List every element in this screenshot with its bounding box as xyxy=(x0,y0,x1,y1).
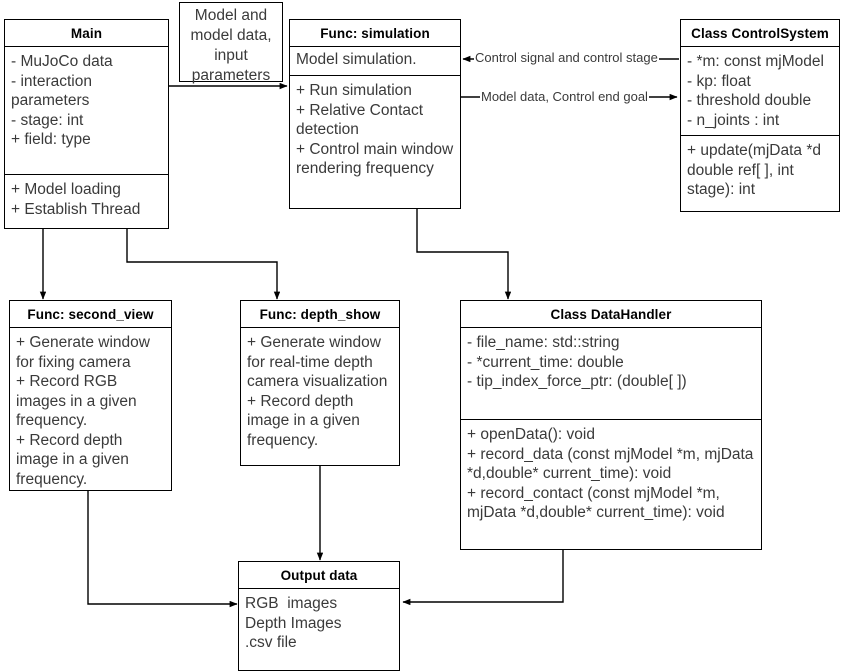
node-simulation-description: Model simulation. xyxy=(290,47,460,76)
node-output-data[interactable]: Output data RGB images Depth Images .csv… xyxy=(238,561,400,671)
wire-main-to-depth-show xyxy=(126,229,281,300)
attribute-line: - interaction parameters xyxy=(11,72,97,110)
attribute-line: - *current_time: double xyxy=(467,353,624,371)
attribute-line: - kp: float xyxy=(687,72,751,90)
attribute-line: - threshold double xyxy=(687,92,812,109)
attribute-line: - tip_index_force_ptr: (double[ ]) xyxy=(467,373,687,390)
operation-line: + Record depth image in a given frequenc… xyxy=(16,431,134,488)
attribute-line: - n_joints : int xyxy=(687,111,780,129)
node-control-system-operations: + update(mjData *d double ref[ ], int st… xyxy=(681,136,839,204)
node-data-handler-operations: + openData(): void + record_data (const … xyxy=(461,420,761,527)
operation-line: + Model loading xyxy=(11,181,121,198)
node-control-system-attributes: - *m: const mjModel - kp: float - thresh… xyxy=(681,47,839,136)
edge-label-model-goal-text: Model data, Control end goal xyxy=(481,89,648,104)
attribute-line: - *m: const mjModel xyxy=(687,53,824,70)
edge-label-control-signal: Control signal and control stage xyxy=(474,50,659,65)
node-simulation[interactable]: Func: simulation Model simulation. + Run… xyxy=(289,19,461,209)
operation-line: + Record RGB images in a given frequency… xyxy=(16,373,141,429)
node-control-system-header: Class ControlSystem xyxy=(681,20,839,47)
node-simulation-header: Func: simulation xyxy=(290,20,460,47)
output-item: RGB images xyxy=(245,595,338,612)
wire-second-view-to-output xyxy=(87,491,238,608)
node-depth-show[interactable]: Func: depth_show + Generate window for r… xyxy=(240,300,400,466)
edge-label-model-input-box: Model and model data, input parameters xyxy=(179,2,283,84)
edge-label-control-signal-text: Control signal and control stage xyxy=(475,50,658,65)
operation-line: + Run simulation xyxy=(296,82,412,99)
attribute-line: + field: type xyxy=(11,131,91,148)
attribute-line: - stage: int xyxy=(11,111,84,129)
node-data-handler-header: Class DataHandler xyxy=(461,301,761,328)
node-main-header: Main xyxy=(5,20,168,47)
operation-line: + Record depth image in a given frequenc… xyxy=(247,392,365,449)
operation-line: + openData(): void xyxy=(467,426,595,443)
operation-line: + Relative Contact detection xyxy=(296,101,428,139)
node-second-view-header: Func: second_view xyxy=(10,301,171,328)
node-second-view[interactable]: Func: second_view + Generate window for … xyxy=(9,300,172,491)
description-line: Model simulation. xyxy=(296,51,417,68)
node-main-attributes: - MuJoCo data - interaction parameters -… xyxy=(5,47,168,175)
node-output-data-header: Output data xyxy=(239,562,399,589)
edge-label-model-goal: Model data, Control end goal xyxy=(480,89,649,104)
operation-line: + update(mjData *d double ref[ ], int st… xyxy=(687,142,826,198)
wire-simulation-to-data-handler xyxy=(416,208,512,300)
operation-line: + record_contact (const mjModel *m, mjDa… xyxy=(467,484,725,522)
wire-data-handler-to-output xyxy=(402,550,564,606)
operation-line: + Generate window for fixing camera xyxy=(16,334,155,371)
output-item: Depth Images xyxy=(245,614,342,632)
operation-line: + Generate window for real-time depth ca… xyxy=(247,334,388,390)
attribute-line: - file_name: std::string xyxy=(467,334,620,351)
edge-label-model-input-text: Model and model data, input parameters xyxy=(190,7,272,84)
node-data-handler[interactable]: Class DataHandler - file_name: std::stri… xyxy=(460,300,762,550)
node-depth-show-header: Func: depth_show xyxy=(241,301,399,328)
node-control-system[interactable]: Class ControlSystem - *m: const mjModel … xyxy=(680,19,840,212)
node-main[interactable]: Main - MuJoCo data - interaction paramet… xyxy=(4,19,169,229)
node-depth-show-operations: + Generate window for real-time depth ca… xyxy=(241,328,399,454)
operation-line: + Establish Thread xyxy=(11,200,141,218)
node-data-handler-attributes: - file_name: std::string - *current_time… xyxy=(461,328,761,420)
output-item: .csv file xyxy=(245,634,297,651)
attribute-line: - MuJoCo data xyxy=(11,53,113,70)
node-main-operations: + Model loading + Establish Thread xyxy=(5,175,168,223)
operation-line: + Control main window rendering frequenc… xyxy=(296,140,458,178)
node-output-data-items: RGB images Depth Images .csv file xyxy=(239,589,399,657)
node-simulation-operations: + Run simulation + Relative Contact dete… xyxy=(290,76,460,183)
node-second-view-operations: + Generate window for fixing camera + Re… xyxy=(10,328,171,490)
operation-line: + record_data (const mjModel *m, mjData … xyxy=(467,445,758,483)
